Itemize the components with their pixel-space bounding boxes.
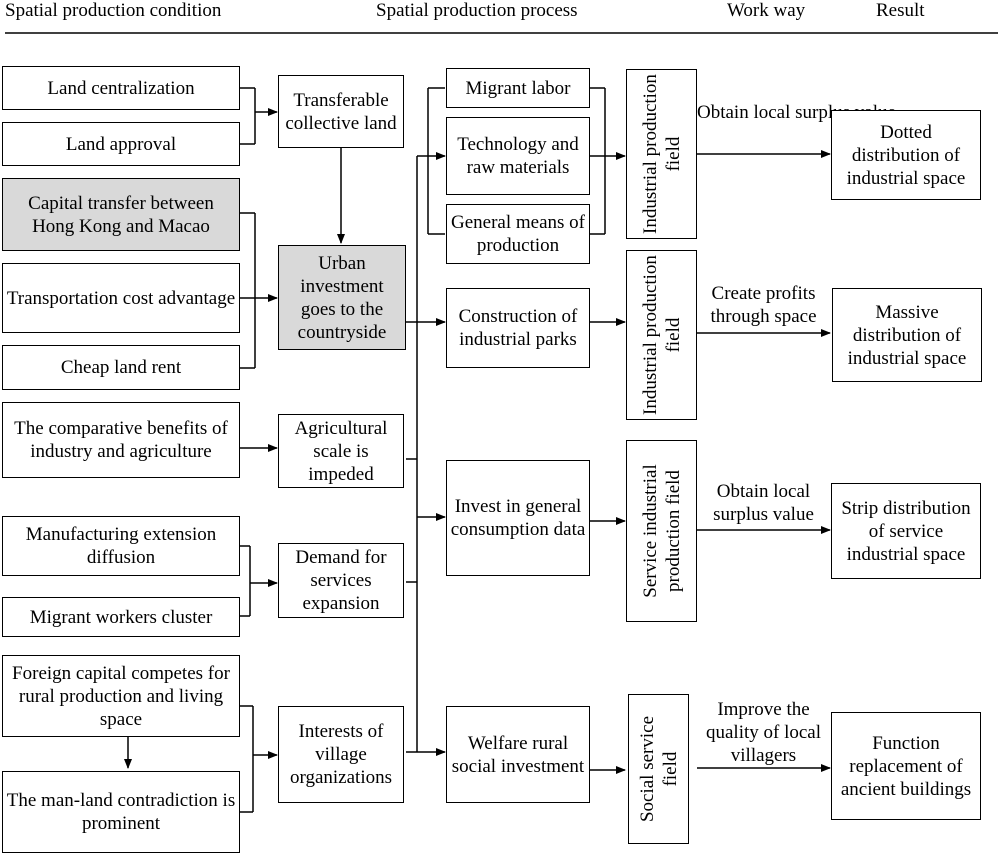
field-service-industrial: Service industrial production field <box>626 440 697 622</box>
work-way-quality: Improve the quality of local villagers <box>705 699 822 766</box>
field-industrial-production-1: Industrial production field <box>626 69 697 239</box>
condition-land-approval: Land approval <box>2 122 240 166</box>
process-technology-raw-materials: Technology and raw materials <box>446 117 590 195</box>
condition-capital-transfer: Capital transfer between Hong Kong and M… <box>2 178 240 251</box>
condition-migrant-workers-cluster: Migrant workers cluster <box>2 597 240 637</box>
field-industrial-production-2: Industrial production field <box>626 250 697 420</box>
condition-cheap-land-rent: Cheap land rent <box>2 345 240 390</box>
result-dotted-distribution: Dotted distribution of industrial space <box>831 110 981 200</box>
process-welfare-investment: Welfare rural social investment <box>446 706 590 803</box>
process-migrant-labor: Migrant labor <box>446 68 590 108</box>
header-condition: Spatial production condition <box>5 0 222 21</box>
intermediate-village-interests: Interests of village organizations <box>278 706 404 803</box>
header-process: Spatial production process <box>376 0 578 21</box>
condition-comparative-benefits: The comparative benefits of industry and… <box>2 402 240 478</box>
result-function-replacement: Function replacement of ancient building… <box>831 712 981 820</box>
field-social-service: Social service field <box>628 694 689 844</box>
work-way-profits: Create profits through space <box>710 283 817 327</box>
header-result: Result <box>876 0 925 21</box>
condition-transportation-cost: Transportation cost advantage <box>2 263 240 333</box>
intermediate-urban-investment: Urban investment goes to the countryside <box>278 245 406 350</box>
process-general-means: General means of production <box>446 204 590 264</box>
work-way-surplus-2: Obtain local surplus value <box>713 481 814 525</box>
condition-land-centralization: Land centralization <box>2 66 240 110</box>
condition-manufacturing-extension: Manufacturing extension diffusion <box>2 516 240 576</box>
intermediate-agricultural-scale: Agricultural scale is impeded <box>278 414 404 488</box>
result-massive-distribution: Massive distribution of industrial space <box>832 288 982 382</box>
header-work-way: Work way <box>727 0 806 21</box>
intermediate-transferable-land: Transferable collective land <box>278 75 404 148</box>
work-way-surplus-1: Obtain local surplus value <box>697 102 896 123</box>
process-industrial-parks: Construction of industrial parks <box>446 288 590 368</box>
condition-man-land-contradiction: The man-land contradiction is prominent <box>2 771 240 853</box>
process-consumption-data: Invest in general consumption data <box>446 460 590 576</box>
condition-foreign-capital: Foreign capital competes for rural produ… <box>2 655 240 737</box>
result-strip-distribution: Strip distribution of service industrial… <box>831 483 981 579</box>
intermediate-services-demand: Demand for services expansion <box>278 543 404 618</box>
